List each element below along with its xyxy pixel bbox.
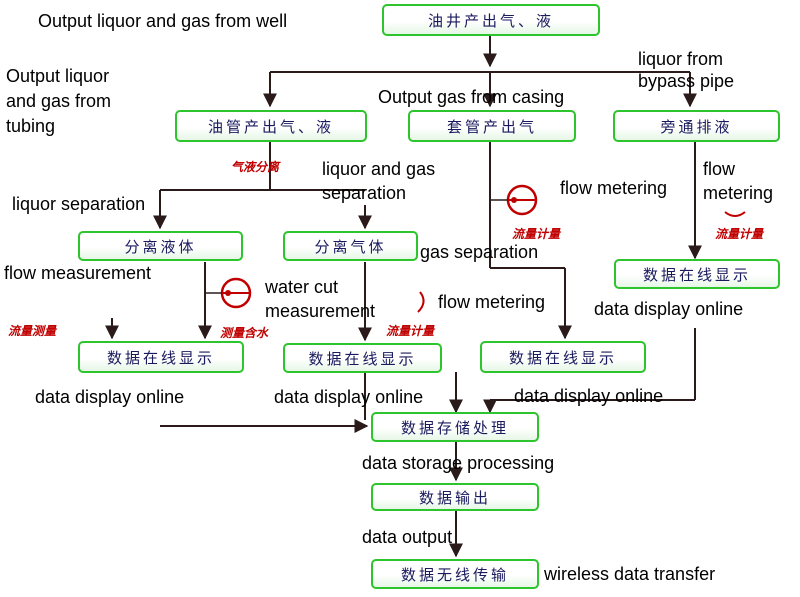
label-flow-metering-bypass: flow metering [703, 159, 774, 203]
red-label-flow-meter-casing: 流量计量 [512, 227, 561, 241]
label-gas-separation: gas separation [420, 242, 539, 262]
label-wireless-transfer: wireless data transfer [544, 564, 716, 584]
bypass-meter-mark [724, 211, 746, 217]
label-liquor-from-bypass: liquor from bypass pipe [638, 49, 735, 91]
label-data-output: data output [362, 527, 453, 547]
red-label-flow-meter-gas: 流量计量 [386, 324, 435, 338]
red-label-flow-meter-bypass: 流量计量 [715, 227, 764, 241]
box-display-liquid[interactable]: 数据在线显示 [78, 341, 244, 373]
label-liquor-separation: liquor separation [12, 194, 146, 214]
flow-meter-casing-icon [490, 184, 538, 216]
red-label-flow-measure-liquid: 流量测量 [8, 324, 57, 338]
box-data-output[interactable]: 数据输出 [371, 483, 539, 511]
box-tubing-output[interactable]: 油管产出气、液 [175, 110, 367, 142]
box-separated-liquid[interactable]: 分离液体 [78, 231, 243, 261]
label-display-online-gas: data display online [274, 387, 424, 407]
box-wireless-transfer[interactable]: 数据无线传输 [371, 559, 539, 589]
red-label-water-cut: 测量含水 [220, 326, 269, 340]
box-well-output[interactable]: 油井产出气、液 [382, 4, 600, 36]
label-storage-processing: data storage processing [362, 453, 555, 473]
label-output-from-casing: Output gas from casing [378, 87, 565, 107]
label-flow-metering-casing: flow metering [560, 178, 668, 198]
box-display-bypass[interactable]: 数据在线显示 [614, 259, 780, 289]
label-output-from-well: Output liquor and gas from well [38, 11, 288, 31]
label-liquor-gas-separation: liquor and gas separation [322, 159, 436, 203]
label-output-from-tubing: Output liquor and gas from tubing [6, 66, 112, 136]
label-water-cut: water cut measurement [265, 277, 376, 321]
box-separated-gas[interactable]: 分离气体 [283, 231, 418, 261]
gas-meter-mark [417, 291, 425, 313]
label-flow-measurement: flow measurement [4, 263, 152, 283]
label-display-online-casing: data display online [514, 386, 664, 406]
label-display-online-liquid: data display online [35, 387, 185, 407]
box-display-gas[interactable]: 数据在线显示 [283, 343, 442, 373]
box-casing-output[interactable]: 套管产出气 [408, 110, 576, 142]
red-label-gas-liquid-sep: 气液分离 [231, 160, 280, 174]
label-flow-metering-gas: flow metering [438, 292, 546, 312]
box-display-casing[interactable]: 数据在线显示 [480, 341, 646, 373]
box-bypass[interactable]: 旁通排液 [613, 110, 780, 142]
water-cut-meter-icon [205, 277, 252, 309]
box-data-storage[interactable]: 数据存储处理 [371, 412, 539, 442]
label-display-online-bypass: data display online [594, 299, 744, 319]
